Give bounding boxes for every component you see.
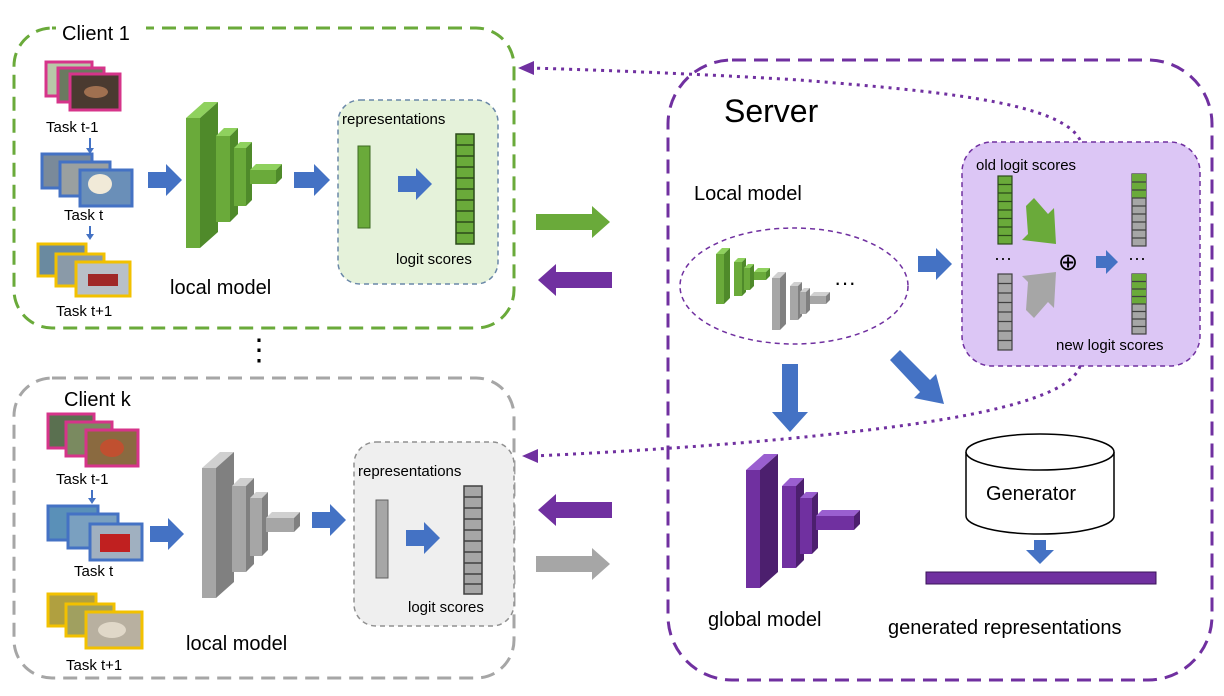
clientk-task-prev-images xyxy=(46,412,140,468)
client-k-upload-arrow xyxy=(536,548,610,580)
new-logit-label: new logit scores xyxy=(1056,337,1164,354)
client-1-logit-label: logit scores xyxy=(396,251,472,268)
generated-representations-bar xyxy=(925,571,1157,585)
generator-label: Generator xyxy=(986,483,1076,505)
client-1-local-model xyxy=(186,102,282,248)
arrow-to-local-model xyxy=(148,164,182,196)
clientk-task-cur-images xyxy=(46,504,144,562)
client-k-logit-label: logit scores xyxy=(408,599,484,616)
clientk-task-next-images xyxy=(46,592,144,650)
client-k-model-label: local model xyxy=(186,633,287,655)
generated-representations-label: generated representations xyxy=(888,617,1122,639)
task-prev-label: Task t-1 xyxy=(46,119,99,136)
clientk-task-prev-label: Task t-1 xyxy=(56,471,109,488)
client-k-representations-label: representations xyxy=(358,463,461,480)
client-1-model-label: local model xyxy=(170,277,271,299)
new-logit-bar-top xyxy=(1131,173,1147,247)
clientk-arrow-to-representations xyxy=(312,504,346,536)
client-1-upload-arrow xyxy=(536,206,610,238)
client-k-download-arrow xyxy=(538,494,612,526)
gray-merge-arrow xyxy=(1022,272,1056,318)
feedback-arrow-to-client-1 xyxy=(529,66,1082,141)
global-model-label: global model xyxy=(708,609,821,631)
old-logit-bar-green xyxy=(997,175,1013,245)
old-logit-label: old logit scores xyxy=(976,157,1076,174)
right-logit-dots: ··· xyxy=(1128,248,1146,268)
server-title: Server xyxy=(724,93,819,129)
global-model xyxy=(746,454,860,588)
client-1-representation-bar xyxy=(357,145,371,229)
task-next-images xyxy=(36,242,132,298)
client-k-panel: Client k Task t-1 Task t Task t+1 xyxy=(12,376,516,680)
clientk-task-next-label: Task t+1 xyxy=(66,657,122,674)
feedback-arrow-to-client-k xyxy=(533,365,1082,458)
server-panel: Server Local model xyxy=(666,58,1214,682)
client-k-local-model xyxy=(202,452,300,598)
arrow-to-representations xyxy=(294,164,330,196)
task-cur-label: Task t xyxy=(64,207,104,224)
arrow-to-logit-aggregation xyxy=(918,248,952,280)
client-1-panel: Client 1 Task t-1 Task t Task t+1 xyxy=(12,18,516,330)
server-local-model-label: Local model xyxy=(694,183,802,205)
task-next-label: Task t+1 xyxy=(56,303,112,320)
new-logit-bar-bottom xyxy=(1131,273,1147,335)
clients-ellipsis: ⋮ xyxy=(244,334,274,367)
clientk-task-cur-label: Task t xyxy=(74,563,114,580)
client-1-logit-bar xyxy=(455,133,475,245)
plus-operator: ⊕ xyxy=(1058,249,1078,276)
arrow-generator-to-representations xyxy=(1026,540,1054,564)
task-cur-images xyxy=(40,152,134,208)
green-merge-arrow xyxy=(1022,198,1056,244)
server-local-models-ellipse xyxy=(679,227,909,345)
client-k-title: Client k xyxy=(64,389,132,411)
client-k-representation-bar xyxy=(375,499,389,579)
arrow-to-global-model xyxy=(772,364,808,432)
arrow-to-generator xyxy=(890,350,944,404)
server-green-model xyxy=(716,248,770,304)
clientk-arrow-to-model xyxy=(150,518,184,550)
left-logit-dots: ··· xyxy=(994,248,1012,268)
arrow-to-new-logit xyxy=(1096,250,1118,274)
old-logit-bar-gray xyxy=(997,273,1013,351)
server-models-ellipsis: ··· xyxy=(834,270,856,295)
arrow-rep-to-logit xyxy=(398,168,432,200)
client-1-title: Client 1 xyxy=(62,23,130,45)
server-gray-model xyxy=(772,272,830,330)
client-1-download-arrow xyxy=(538,264,612,296)
task-prev-images xyxy=(44,60,122,112)
generator-cylinder xyxy=(965,433,1115,535)
client-1-representations-label: representations xyxy=(342,111,445,128)
clientk-arrow-rep-to-logit xyxy=(406,522,440,554)
client-k-logit-bar xyxy=(463,485,483,595)
